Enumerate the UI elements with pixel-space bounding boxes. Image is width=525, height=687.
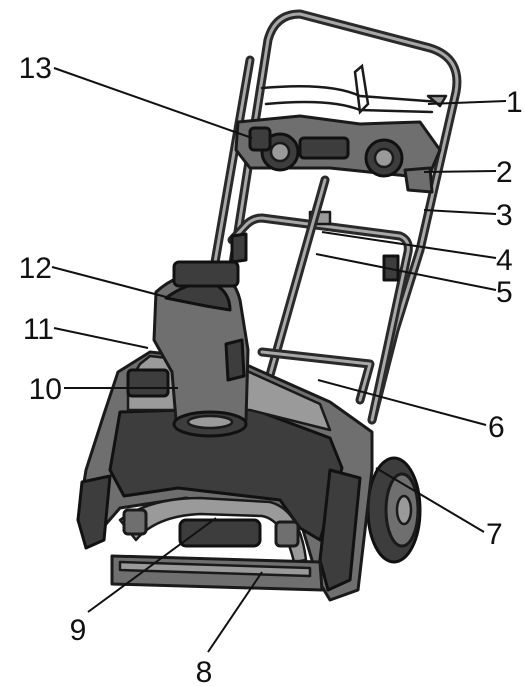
leader-line-4: [321, 231, 497, 259]
leader-line-3: [423, 209, 497, 215]
leader-line-6: [317, 379, 487, 426]
callout-1: 1: [506, 86, 523, 119]
leader-line-13: [53, 67, 253, 139]
callout-11: 11: [23, 313, 54, 346]
callout-10: 10: [29, 373, 62, 406]
callout-labels: 1 2 3 4 5 6 7 8 9 10 11 12 13: [19, 52, 523, 687]
rear-bar: [257, 347, 375, 405]
leader-line-5: [315, 253, 497, 291]
snow-blower-illustration: [76, 9, 462, 602]
callout-4: 4: [496, 244, 513, 277]
callout-13: 13: [19, 52, 52, 85]
callout-9: 9: [70, 614, 87, 647]
scraper-bar: [110, 554, 324, 592]
safety-bail-lever: [260, 63, 448, 115]
leader-line-8: [207, 571, 263, 653]
callout-2: 2: [496, 156, 513, 189]
callout-8: 8: [196, 656, 213, 687]
leader-line-2: [423, 170, 497, 173]
lower-handle: [227, 210, 413, 425]
wheel: [366, 456, 422, 564]
callout-5: 5: [496, 276, 513, 309]
leader-line-11: [53, 327, 149, 349]
callout-6: 6: [488, 411, 505, 444]
callout-12: 12: [19, 252, 52, 285]
leader-lines: [51, 67, 507, 653]
leader-line-12: [51, 266, 171, 299]
leader-line-9: [87, 517, 217, 613]
auger-paddle: [118, 496, 308, 564]
control-panel: [234, 114, 442, 194]
callout-3: 3: [496, 199, 513, 232]
leader-line-7: [375, 467, 485, 533]
callout-7: 7: [486, 518, 503, 551]
leader-line-1: [427, 100, 507, 105]
chute-control-rod: [263, 175, 330, 387]
auger-housing: [76, 350, 374, 602]
discharge-chute: [152, 260, 250, 438]
